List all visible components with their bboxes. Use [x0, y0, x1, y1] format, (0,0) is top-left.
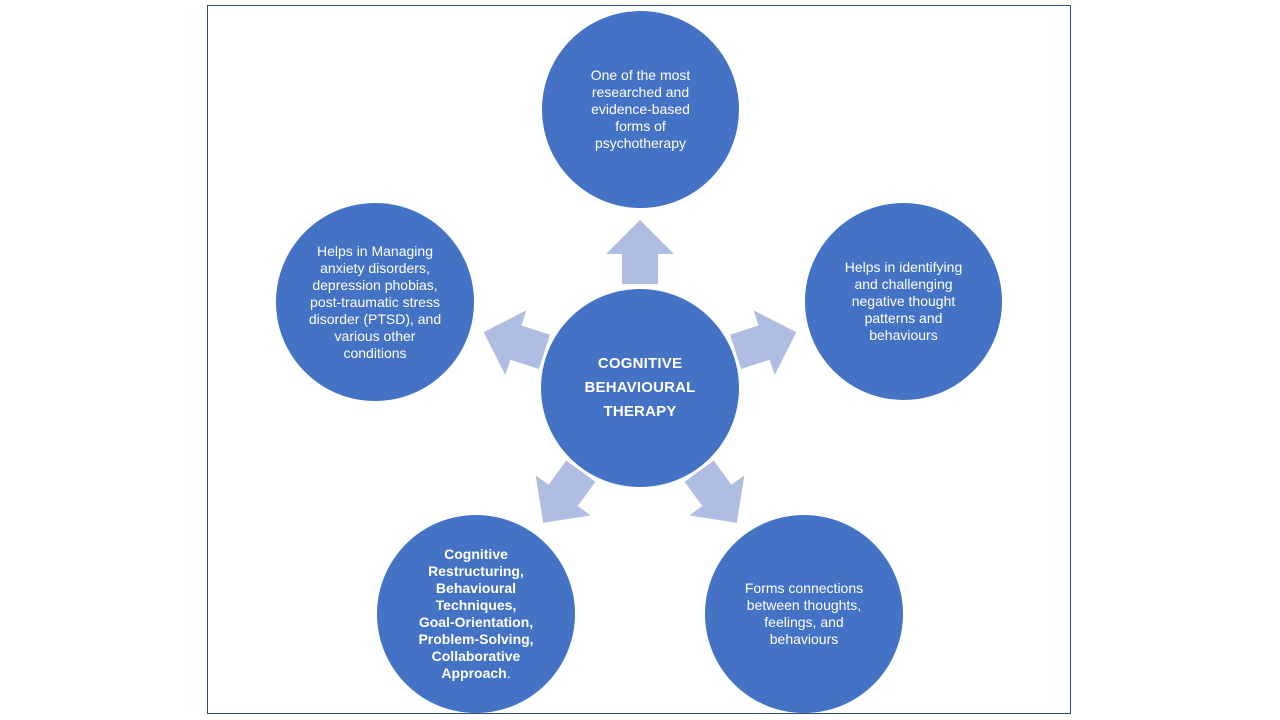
node-bottom-left-bold: Cognitive Restructuring, Behavioural Tec… [418, 546, 534, 681]
center-label: COGNITIVE BEHAVIOURAL THERAPY [584, 355, 696, 420]
node-top-text: One of the most researched and evidence-… [590, 67, 691, 151]
node-left-text: Helps in Managing anxiety disorders, dep… [308, 242, 442, 361]
node-bottom-left-suffix: . [506, 665, 511, 681]
node-bottom-right-text: Forms connections between thoughts, feel… [744, 580, 864, 647]
node-left: Helps in Managing anxiety disorders, dep… [276, 203, 474, 401]
node-bottom-left: Cognitive Restructuring, Behavioural Tec… [377, 515, 575, 713]
center-circle: COGNITIVE BEHAVIOURAL THERAPY [541, 289, 739, 487]
node-right-text: Helps in identifying and challenging neg… [844, 259, 963, 343]
diagram-frame [207, 5, 1071, 714]
node-right: Helps in identifying and challenging neg… [805, 203, 1002, 400]
node-top: One of the most researched and evidence-… [542, 11, 739, 208]
node-bottom-right: Forms connections between thoughts, feel… [705, 515, 903, 713]
arrow-to-top [606, 220, 674, 284]
node-bottom-left-text: Cognitive Restructuring, Behavioural Tec… [418, 546, 533, 682]
